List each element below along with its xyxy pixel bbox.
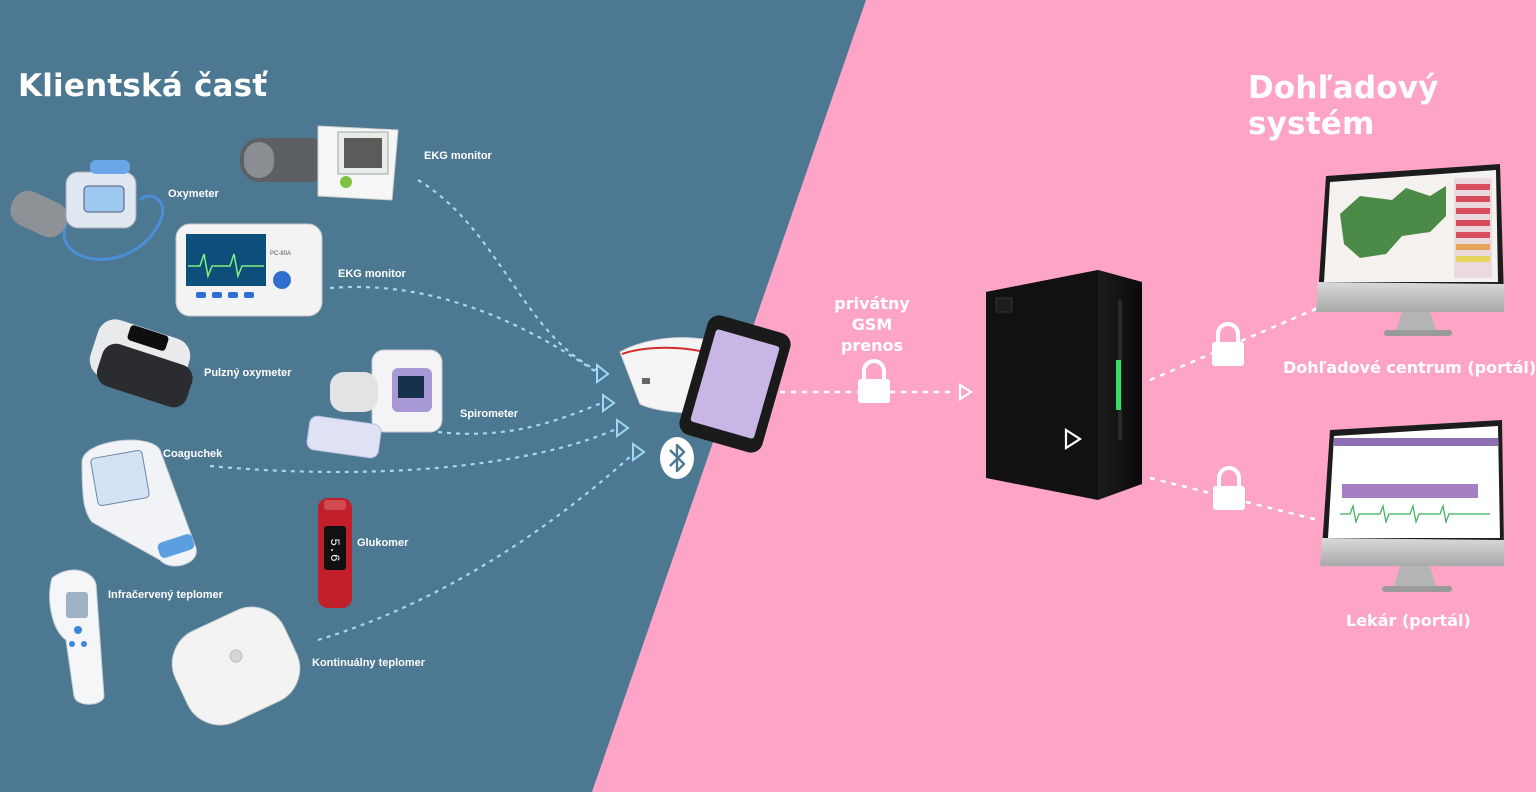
coaguchek-device: [81, 439, 197, 567]
spirometer-device: [306, 349, 443, 459]
gsm-link: [780, 382, 974, 402]
lock-icon: [858, 359, 890, 403]
glucometer-reading: 5.6: [327, 538, 342, 561]
doctor-monitor: [1320, 420, 1504, 592]
arrowhead-icon: [602, 393, 616, 413]
play-arrow-icon: [1064, 427, 1083, 451]
server-tower: [986, 270, 1142, 500]
gsm-transmission-label: privátny GSM prenos: [826, 293, 918, 356]
device-label-spirometer: Spirometer: [460, 408, 519, 420]
lock-icon: [1212, 322, 1244, 366]
device-label-oxymeter: Oxymeter: [168, 188, 219, 200]
link-cont-thermometer: [317, 454, 633, 642]
link-ekg-mid: [329, 285, 597, 373]
monitoring-side-heading: Dohľadový systém: [1248, 70, 1439, 142]
device-label-pulse-oxymeter: Pulzný oxymeter: [204, 367, 292, 379]
client-side-heading: Klientská časť: [18, 68, 268, 104]
lock-icon: [1213, 466, 1245, 510]
ekg-model-label: PC-80A: [270, 251, 291, 257]
arrowhead-icon: [616, 418, 630, 438]
pulse-oxymeter-device: [89, 319, 193, 408]
ekg-monitor-handheld-device: PC-80A: [175, 223, 323, 317]
link-arrowheads: [596, 362, 646, 462]
bluetooth-icon: [660, 437, 694, 479]
gsm-label-line1: privátny: [834, 294, 910, 313]
ekg-monitor-top-device: [240, 125, 399, 201]
continuous-thermometer-device: [171, 606, 301, 726]
glucometer-device: 5.6: [318, 498, 352, 608]
link-ekg-top: [417, 179, 597, 371]
smartphone: [679, 315, 791, 453]
gsm-label-line3: prenos: [840, 336, 904, 355]
device-label-glucometer: Glukomer: [357, 537, 409, 549]
device-label-ir-thermometer: Infračervený teplomer: [108, 589, 223, 601]
arrowhead-icon: [632, 442, 646, 462]
arrowhead-icon: [596, 362, 610, 384]
link-doctor-portal: [1149, 476, 1319, 522]
slovakia-map: [1340, 186, 1446, 258]
portal-label-doctor: Lekár (portál): [1346, 611, 1471, 630]
gsm-label-line2: GSM: [851, 315, 893, 334]
monitoring-center-monitor: [1316, 164, 1504, 336]
device-label-ekg-mid: EKG monitor: [338, 268, 406, 280]
device-label-ekg-top: EKG monitor: [424, 150, 492, 162]
device-label-coaguchek: Coaguchek: [163, 448, 223, 460]
device-links: [209, 179, 633, 642]
portal-label-center: Dohľadové centrum (portál): [1283, 358, 1536, 377]
oxymeter-device: [10, 160, 164, 261]
ir-thermometer-device: [49, 569, 105, 705]
device-label-cont-thermometer: Kontinuálny teplomer: [312, 657, 426, 669]
link-spirometer: [437, 400, 605, 435]
